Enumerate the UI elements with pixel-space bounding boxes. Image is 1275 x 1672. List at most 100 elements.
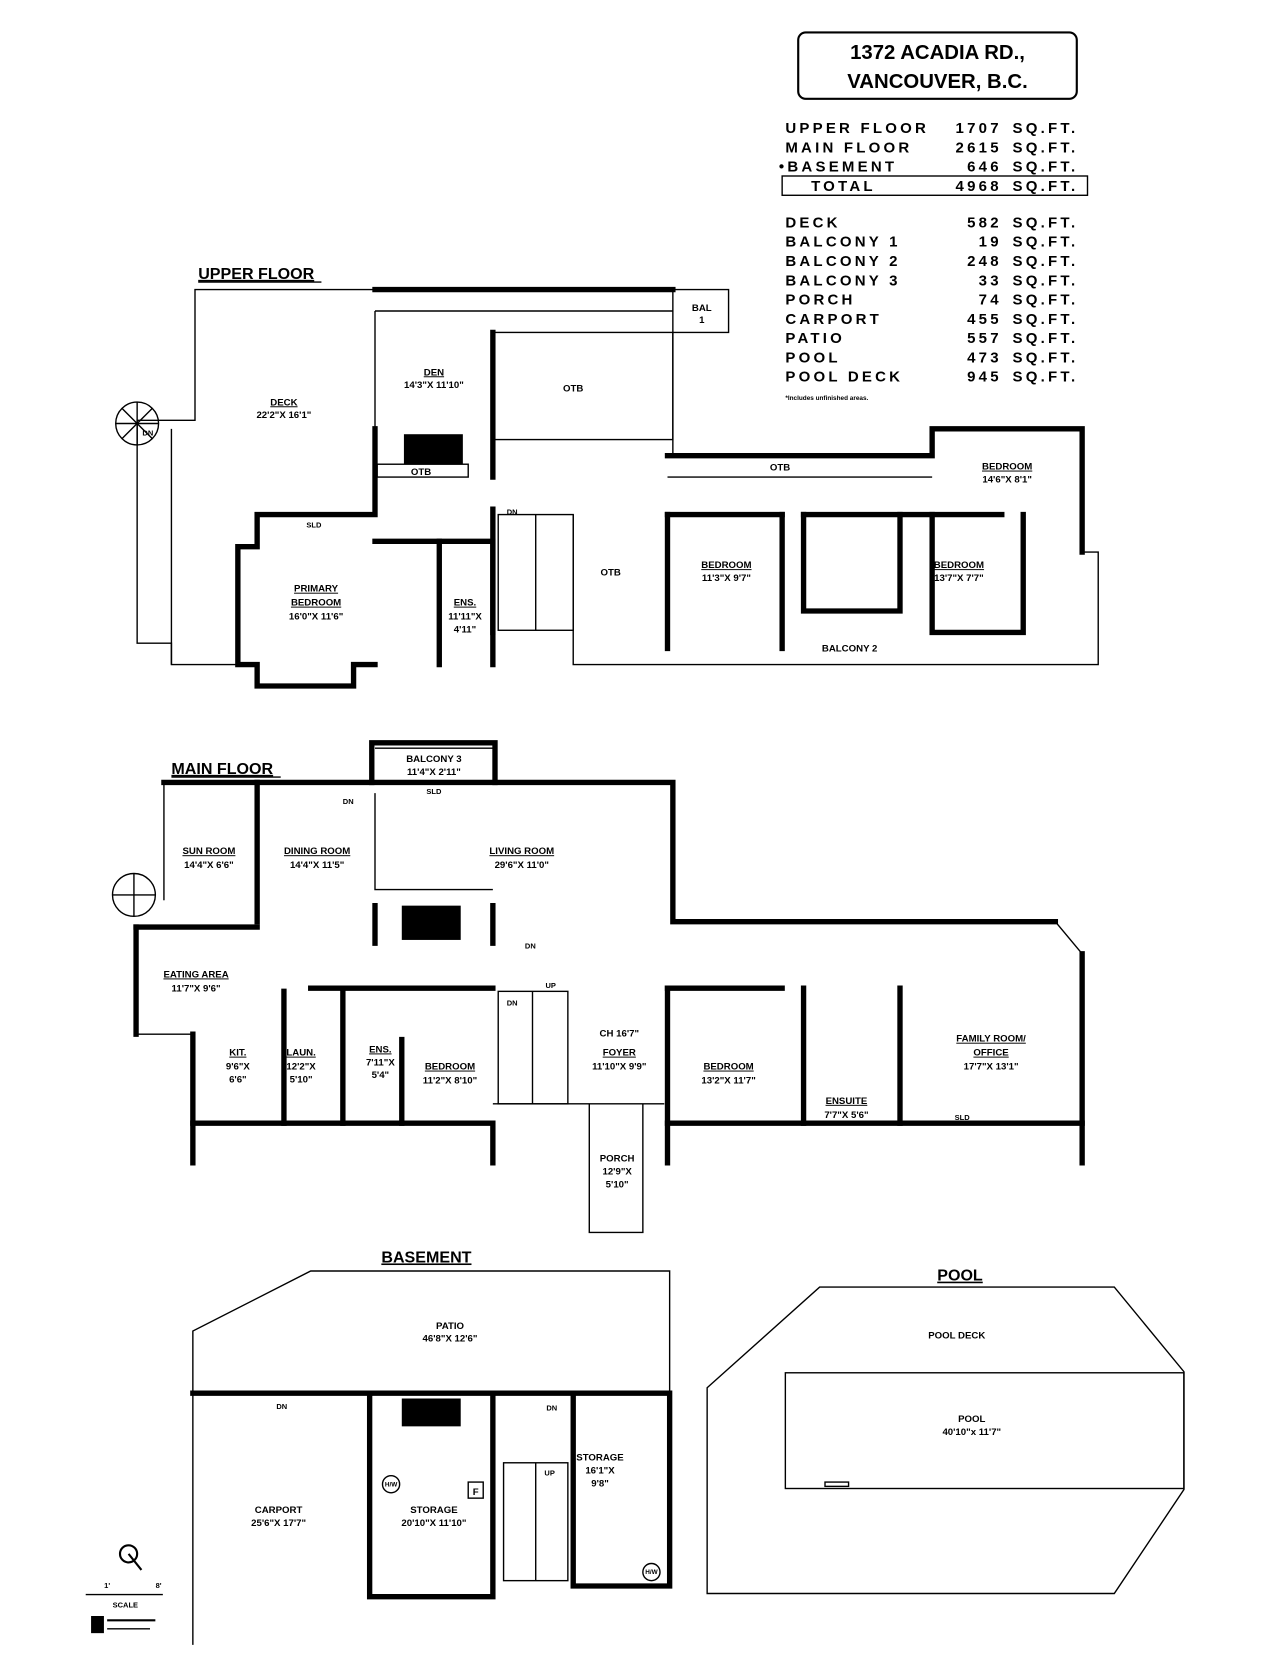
stair-down-label: DN bbox=[142, 428, 153, 437]
room-name: LIVING ROOM bbox=[489, 846, 554, 857]
fireplace-icon bbox=[401, 905, 461, 940]
scale-max: 8' bbox=[156, 1581, 162, 1590]
room-dims: 11'10"X 9'9" bbox=[592, 1062, 646, 1073]
room-dims: 11'2"X 8'10" bbox=[423, 1075, 477, 1086]
ceiling-height: CH 16'7" bbox=[600, 1028, 640, 1039]
room-dims: 16'1"X bbox=[585, 1466, 615, 1477]
area-label: BALCONY 1 bbox=[785, 234, 900, 251]
room-name: FAMILY ROOM/ bbox=[956, 1034, 1026, 1045]
stair-down-label: DN bbox=[507, 998, 518, 1007]
room-dims: 12'9"X bbox=[602, 1167, 632, 1178]
room-name: SUN ROOM bbox=[182, 846, 235, 857]
area-label: •BASEMENT bbox=[779, 159, 897, 176]
room-name: DINING ROOM bbox=[284, 846, 350, 857]
area-label: CARPORT bbox=[785, 311, 882, 328]
logo-icon bbox=[91, 1616, 104, 1634]
room-name: BALCONY 2 bbox=[822, 644, 877, 655]
area-label: PORCH bbox=[785, 292, 855, 309]
room-name: DEN bbox=[424, 367, 444, 378]
room-dims: 16'0"X 11'6" bbox=[289, 612, 343, 623]
room-dims: 14'3"X 11'10" bbox=[404, 380, 464, 391]
room-name: ENSUITE bbox=[826, 1096, 868, 1107]
basement-title: BASEMENT bbox=[381, 1248, 471, 1266]
room-name: BEDROOM bbox=[291, 598, 341, 609]
stair-down-label: DN bbox=[276, 1402, 287, 1411]
room-dims: 7'11"X bbox=[366, 1057, 395, 1068]
room-name: PORCH bbox=[600, 1154, 635, 1165]
room-name: PRIMARY bbox=[294, 584, 339, 595]
room-name: ENS. bbox=[454, 598, 477, 609]
area-unit: SQ.FT. bbox=[1012, 139, 1078, 156]
room-name: BEDROOM bbox=[425, 1062, 475, 1073]
room-name: POOL bbox=[958, 1414, 985, 1425]
stair-up-label: UP bbox=[544, 1469, 554, 1478]
area-unit: SQ.FT. bbox=[1012, 311, 1078, 328]
stair-down-label: DN bbox=[343, 797, 354, 806]
area-value: 74 bbox=[979, 292, 1002, 309]
total-value: 4968 bbox=[956, 178, 1002, 195]
room-dims: 40'10"x 11'7" bbox=[942, 1427, 1001, 1438]
area-value: 582 bbox=[967, 214, 1002, 231]
area-label: UPPER FLOOR bbox=[785, 120, 929, 137]
room-dims: 6'6" bbox=[229, 1074, 247, 1085]
area-value: 33 bbox=[979, 272, 1002, 289]
area-unit: SQ.FT. bbox=[1012, 253, 1078, 270]
area-label: MAIN FLOOR bbox=[785, 139, 912, 156]
room-name: PATIO bbox=[436, 1321, 464, 1332]
scale-label: SCALE bbox=[113, 1600, 138, 1609]
room-dims: 5'10" bbox=[606, 1179, 629, 1190]
otb-label: OTB bbox=[770, 463, 790, 474]
sliding-door-label: SLD bbox=[306, 520, 322, 529]
area-unit: SQ.FT. bbox=[1012, 330, 1078, 347]
upper-floor-title: UPPER FLOOR bbox=[198, 265, 314, 283]
room-name: ENS. bbox=[369, 1044, 392, 1055]
area-unit: SQ.FT. bbox=[1012, 178, 1078, 195]
room-dims: 9'8" bbox=[591, 1478, 609, 1489]
room-name: BEDROOM bbox=[934, 560, 984, 571]
area-value: 646 bbox=[967, 159, 1002, 176]
water-heater-icon bbox=[381, 1474, 401, 1494]
room-dims: 11'7"X 9'6" bbox=[172, 983, 221, 994]
fireplace-icon bbox=[401, 1398, 461, 1427]
stair-down-label: DN bbox=[525, 941, 536, 950]
room-name: CARPORT bbox=[255, 1505, 303, 1516]
room-name: EATING AREA bbox=[163, 969, 228, 980]
area-value: 2615 bbox=[956, 139, 1002, 156]
room-dims: 14'6"X 8'1" bbox=[982, 474, 1032, 485]
area-unit: SQ.FT. bbox=[1012, 349, 1078, 366]
main-floor-title: MAIN FLOOR bbox=[171, 760, 273, 778]
stair-down-label: DN bbox=[546, 1403, 557, 1412]
pool-title: POOL bbox=[937, 1267, 983, 1285]
room-dims: 46'8"X 12'6" bbox=[423, 1334, 478, 1345]
total-label: TOTAL bbox=[811, 178, 876, 195]
total-box bbox=[781, 175, 1089, 196]
room-dims: 11'3"X 9'7" bbox=[702, 573, 751, 584]
area-value: 455 bbox=[967, 311, 1002, 328]
area-table: UPPER FLOOR 1707 SQ.FT. MAIN FLOOR 2615 … bbox=[779, 120, 1089, 402]
area-label: PATIO bbox=[785, 330, 845, 347]
room-dims: 5'4" bbox=[372, 1070, 390, 1081]
stair-down-label: DN bbox=[507, 508, 518, 517]
otb-label: OTB bbox=[411, 467, 431, 478]
room-dims: 13'2"X 11'7" bbox=[701, 1075, 755, 1086]
room-name: BEDROOM bbox=[703, 1062, 753, 1073]
room-name: FOYER bbox=[603, 1048, 636, 1059]
scale-min: 1' bbox=[104, 1581, 110, 1590]
area-unit: SQ.FT. bbox=[1012, 272, 1078, 289]
area-unit: SQ.FT. bbox=[1012, 292, 1078, 309]
room-dims: 14'4"X 6'6" bbox=[184, 860, 234, 871]
room-dims: 11'4"X 2'11" bbox=[407, 767, 461, 778]
fireplace-icon bbox=[403, 434, 463, 465]
stair-up-label: UP bbox=[546, 981, 556, 990]
area-unit: SQ.FT. bbox=[1012, 234, 1078, 251]
furnace-label: F bbox=[473, 1487, 479, 1498]
room-dims: 12'2"X bbox=[286, 1062, 316, 1073]
area-value: 19 bbox=[979, 234, 1002, 251]
area-value: 1707 bbox=[956, 120, 1002, 137]
address-line1: 1372 ACADIA RD., bbox=[850, 42, 1025, 64]
upper-floor-plan: UPPER FLOOR DN DN bbox=[115, 265, 1099, 689]
area-value: 473 bbox=[967, 349, 1002, 366]
water-heater-label: H/W bbox=[645, 1569, 658, 1576]
main-floor-plan: MAIN FLOOR BALCONY 3 bbox=[111, 740, 1085, 1234]
area-label: POOL DECK bbox=[785, 369, 903, 386]
